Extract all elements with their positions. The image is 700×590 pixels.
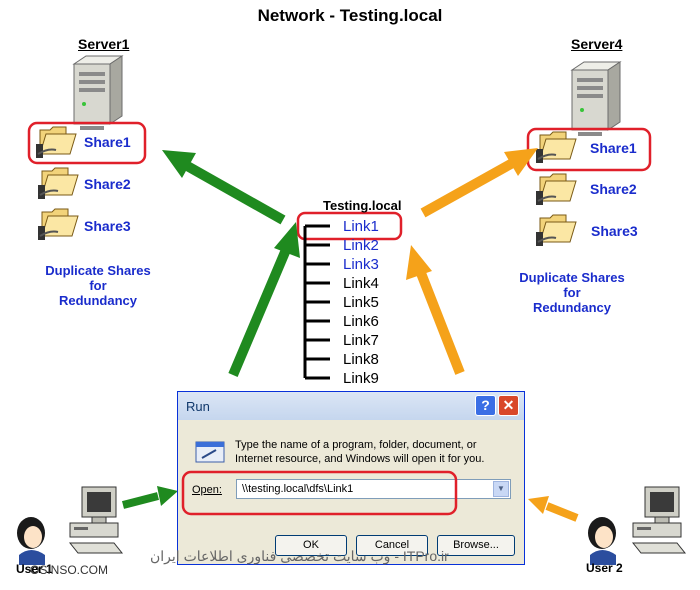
dfs-link2[interactable]: Link2: [343, 237, 379, 254]
server1-share3[interactable]: Share3: [84, 218, 131, 234]
link1-highlight: [296, 211, 403, 241]
arrow-orange-icon: [406, 245, 432, 280]
dfs-link7[interactable]: Link7: [343, 332, 379, 349]
folder-icon: [535, 214, 577, 247]
folder-icon: [35, 126, 77, 159]
server1-label: Server1: [78, 36, 130, 52]
watermark-left: OSINSO.COM: [30, 563, 109, 577]
dfs-root-label: Testing.local: [323, 198, 402, 213]
open-input-value: \\testing.local\dfs\Link1: [242, 483, 354, 495]
arrow-green-icon: [162, 150, 196, 178]
watermark-right: ITPro.ir - وب سایت تخصصی فناوری اطلاعات …: [150, 548, 449, 564]
computer-icon: [632, 486, 686, 554]
run-title: Run: [186, 399, 210, 414]
arrow-green-icon: [157, 486, 178, 506]
dfs-tree: [303, 224, 330, 380]
dfs-link3[interactable]: Link3: [343, 256, 379, 273]
dfs-link1[interactable]: Link1: [343, 218, 379, 235]
user2-label: User 2: [586, 561, 623, 575]
computer-icon: [69, 486, 123, 554]
run-icon: [195, 441, 225, 463]
run-description: Type the name of a program, folder, docu…: [235, 439, 485, 465]
run-titlebar[interactable]: Run ? ✕: [178, 392, 524, 420]
dfs-link5[interactable]: Link5: [343, 294, 379, 311]
server4-label: Server4: [571, 36, 623, 52]
server4-icon: [571, 61, 621, 137]
server4-share3[interactable]: Share3: [591, 223, 638, 239]
folder-icon: [535, 173, 577, 206]
dfs-link8[interactable]: Link8: [343, 351, 379, 368]
browse-button[interactable]: Browse...: [437, 535, 515, 556]
cancel-button[interactable]: Cancel: [356, 535, 428, 556]
help-button[interactable]: ?: [475, 395, 496, 416]
folder-icon: [37, 167, 79, 200]
user1-label: User 1: [16, 562, 53, 576]
open-label: Open:: [192, 484, 222, 496]
server1-icon: [73, 55, 123, 131]
server4-share1[interactable]: Share1: [590, 140, 637, 156]
server1-share1[interactable]: Share1: [84, 134, 131, 150]
server1-share2[interactable]: Share2: [84, 176, 131, 192]
ok-button[interactable]: OK: [275, 535, 347, 556]
arrow-orange-icon: [504, 148, 538, 176]
server4-share2[interactable]: Share2: [590, 181, 637, 197]
close-button[interactable]: ✕: [498, 395, 519, 416]
user-icon: [588, 517, 616, 565]
open-input[interactable]: \\testing.local\dfs\Link1 ▼: [236, 479, 511, 499]
arrow-green-icon: [274, 222, 300, 258]
share1-highlight: [27, 121, 147, 165]
arrow-orange-icon: [528, 496, 549, 514]
diagram-title: Network - Testing.local: [257, 6, 443, 25]
folder-icon: [37, 208, 79, 241]
user-icon: [17, 517, 45, 565]
run-dialog: Run ? ✕ Type the name of a program, fold…: [177, 391, 525, 565]
chevron-down-icon[interactable]: ▼: [493, 481, 509, 497]
dfs-link9[interactable]: Link9: [343, 370, 379, 387]
folder-icon: [535, 131, 577, 164]
dfs-link4[interactable]: Link4: [343, 275, 379, 292]
dfs-link6[interactable]: Link6: [343, 313, 379, 330]
